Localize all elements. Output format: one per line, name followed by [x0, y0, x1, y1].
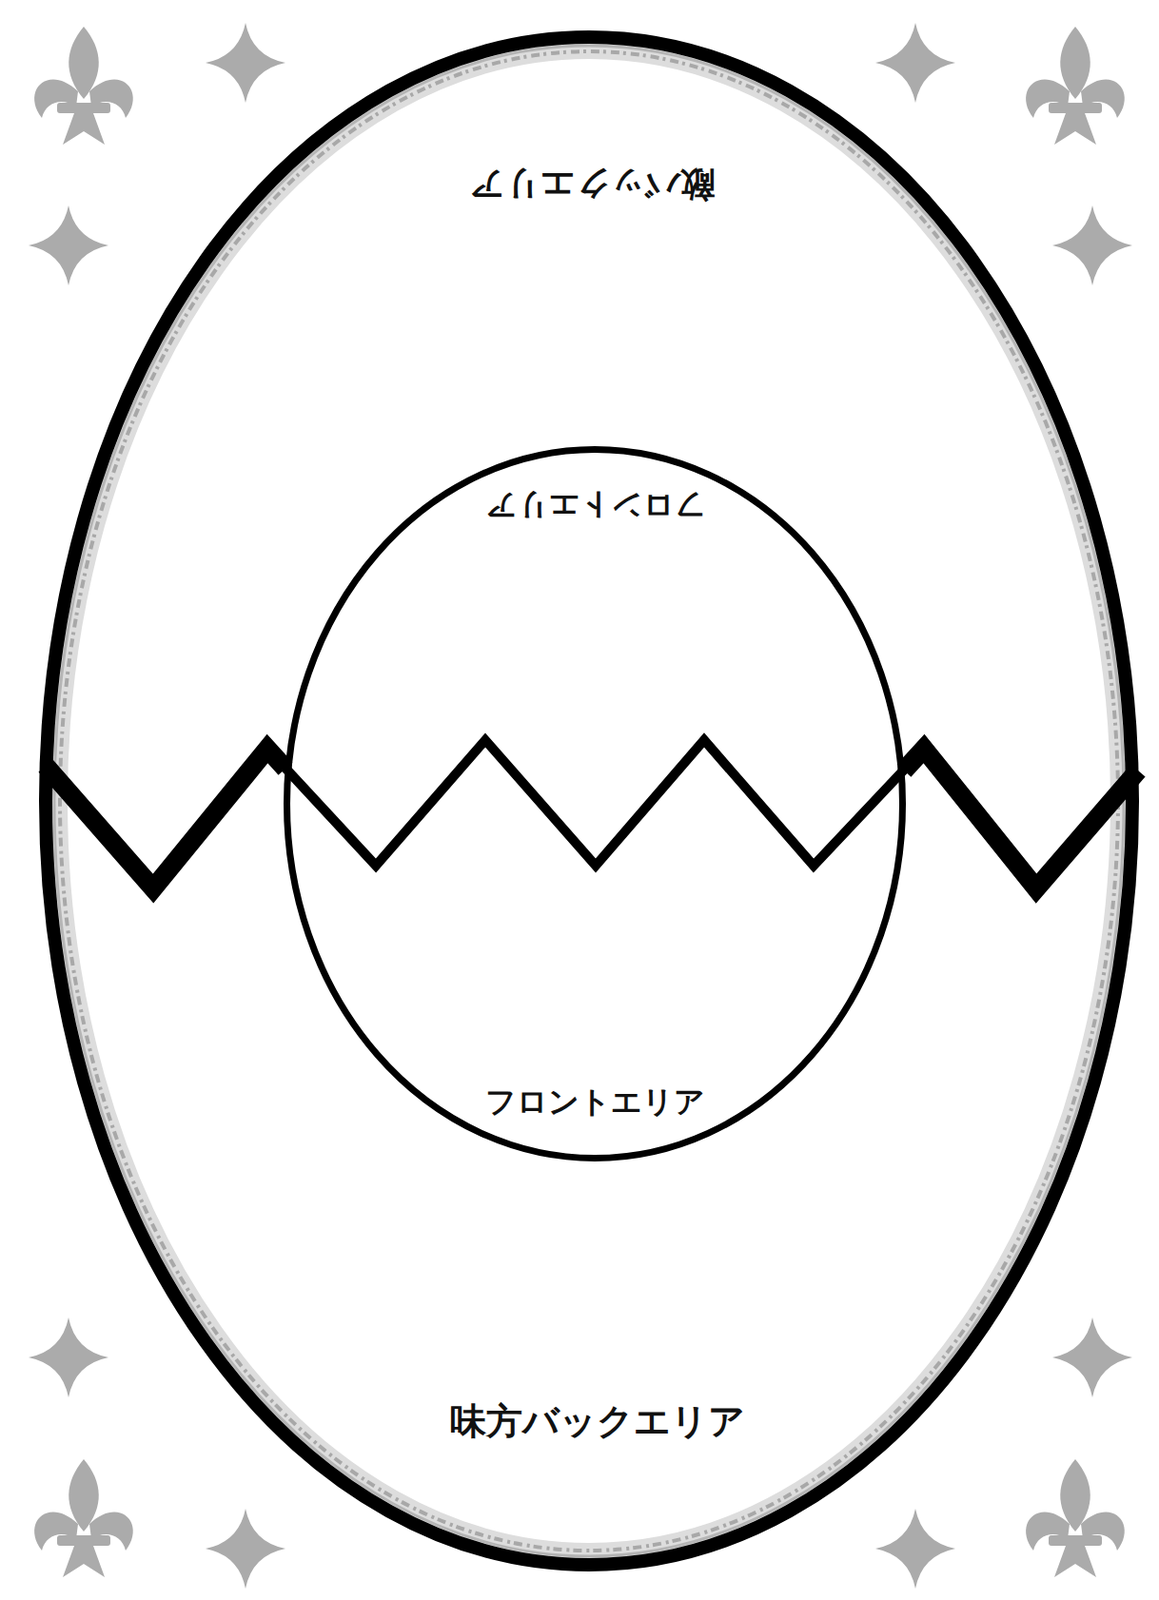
- front-area-ellipse: フロントエリアフロントエリア: [283, 446, 906, 1162]
- ellipse-outline: [283, 446, 906, 1162]
- area-label: 敵バックエリア: [469, 160, 715, 208]
- area-label-holder: 味方バックエリア: [450, 1397, 746, 1447]
- area-label-holder: 敵バックエリア: [469, 160, 715, 208]
- area-label: フロントエリア: [485, 484, 706, 527]
- ellipse-border: [45, 37, 1133, 1566]
- area-label-holder: フロントエリア: [485, 1081, 706, 1124]
- ellipse-outline: [39, 30, 1140, 1572]
- area-label: 味方バックエリア: [450, 1397, 746, 1447]
- area-label: フロントエリア: [485, 1081, 706, 1124]
- ellipse-border: [287, 450, 904, 1159]
- outer-egg-area: 敵バックエリア味方バックエリア フロントエリアフロントエリア: [39, 30, 1140, 1572]
- area-label-holder: フロントエリア: [485, 484, 706, 527]
